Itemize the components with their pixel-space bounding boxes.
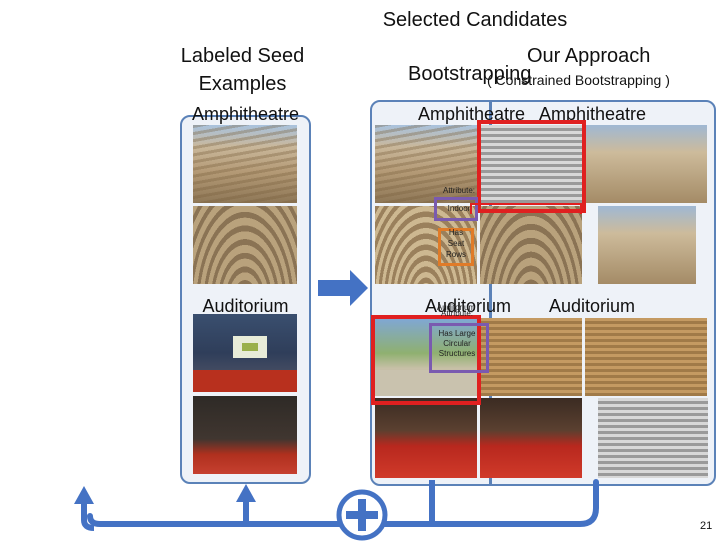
candidate-image-amph-b <box>480 125 582 203</box>
candidate-image-aud-f <box>598 398 708 478</box>
attribute-circular-line3: Circular <box>443 339 471 348</box>
attribute-seat-rows-label: Has Seat Rows <box>438 228 474 259</box>
attribute-indoor-line1: Attribute: <box>442 186 475 195</box>
purple-attribute-box <box>429 323 489 373</box>
red-selection-box <box>477 120 586 213</box>
attribute-seat-rows-line2: Seat <box>447 239 465 248</box>
red-selection-box <box>371 315 481 405</box>
seed-category-auditorium: Auditorium <box>202 296 289 316</box>
overlap-auditorium-label: Auditorium <box>436 303 476 312</box>
attribute-circular-line1: Attribute: <box>440 309 473 318</box>
seed-image-auditorium-2 <box>193 396 297 474</box>
candidate-image-amph-e <box>480 206 582 284</box>
bootstrapping-category-amphitheatre: Amphitheatre <box>418 104 526 124</box>
plus-circle-icon <box>336 489 388 541</box>
up-arrow-icon <box>236 484 256 502</box>
projector-screen <box>233 336 267 358</box>
right-arrow-icon <box>318 270 368 306</box>
candidate-image-aud-d <box>375 398 477 478</box>
selected-candidates-title: Selected Candidates <box>382 9 568 31</box>
purple-attribute-box <box>434 197 478 221</box>
candidate-image-aud-a <box>375 318 477 396</box>
constrained-category-auditorium: Auditorium <box>549 296 636 316</box>
our-approach-title: Our Approach <box>527 45 651 67</box>
labeled-seed-title: Labeled Seed Examples <box>160 44 325 96</box>
orange-attribute-box <box>438 228 474 266</box>
candidate-image-aud-b <box>480 318 582 396</box>
labeled-seed-line2: Examples <box>198 73 287 95</box>
candidate-image-amph-a <box>375 125 477 203</box>
constrained-category-amphitheatre: Amphitheatre <box>539 104 647 124</box>
seed-category-amphitheatre: Amphitheatre <box>191 104 300 124</box>
bootstrapping-title: Bootstrapping <box>408 63 532 85</box>
candidate-image-amph-c <box>585 125 707 203</box>
up-arrow-icon <box>74 486 94 504</box>
candidate-image-aud-c <box>585 318 707 396</box>
attribute-seat-rows-line3: Rows <box>445 250 466 259</box>
attribute-seat-rows-line1: Has <box>448 228 464 237</box>
seed-image-auditorium-1 <box>193 314 297 392</box>
attribute-circular-label: Attribute: Has Large Circular Structures <box>426 309 488 358</box>
candidate-image-amph-f <box>598 206 696 284</box>
attribute-indoor-label: Attribute: Indoor <box>432 186 486 213</box>
attribute-circular-line2: Has Large <box>438 329 476 338</box>
candidate-image-aud-e <box>480 398 582 478</box>
labeled-seed-line1: Labeled Seed <box>180 45 305 67</box>
feedback-loop <box>74 479 599 531</box>
bootstrapping-category-auditorium: Auditorium <box>425 296 512 316</box>
constrained-bootstrapping-title: ( Constrained Bootstrapping ) <box>487 72 670 88</box>
column-divider <box>489 100 492 486</box>
attribute-indoor-line2: Indoor <box>447 204 471 213</box>
red-selection-box <box>470 203 582 214</box>
seed-image-amphitheatre-2 <box>193 206 297 284</box>
seed-image-amphitheatre-1 <box>193 125 297 203</box>
page-number: 21 <box>700 520 713 532</box>
attribute-circular-line4: Structures <box>438 349 476 358</box>
